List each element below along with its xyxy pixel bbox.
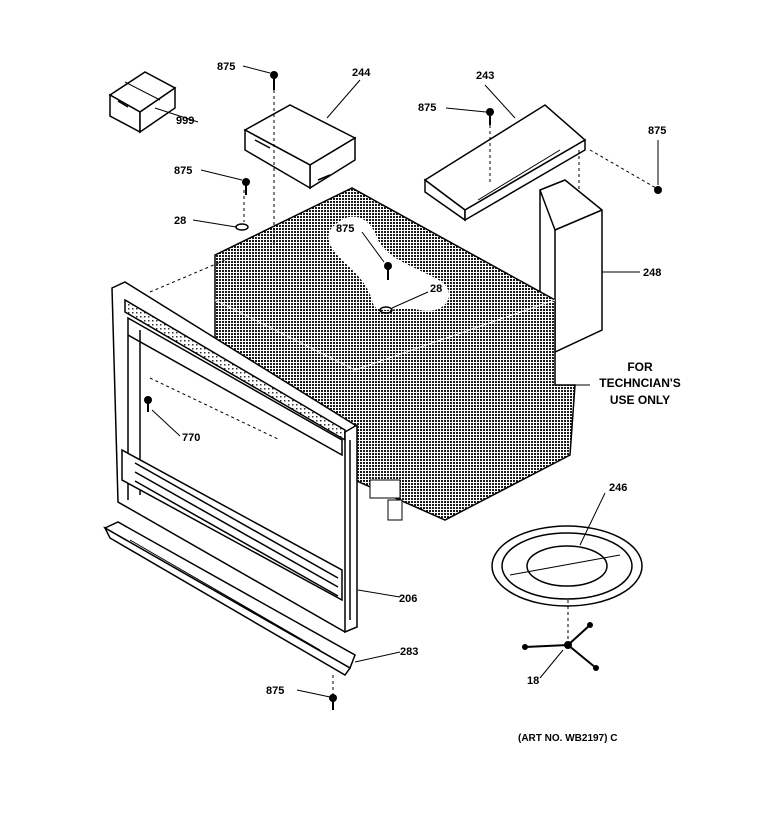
screw-875-a: [270, 71, 278, 90]
screw-875-e: [384, 262, 392, 280]
part-206-front-frame: [111, 281, 358, 634]
screw-770: [144, 396, 152, 412]
label-244: 244: [352, 67, 371, 79]
label-283: 283: [400, 646, 418, 658]
label-999: 999: [176, 115, 194, 127]
screw-875-d: [242, 178, 250, 195]
part-283-bottom-trim: [103, 521, 356, 676]
screw-875-c: [654, 186, 662, 194]
label-875-right: 875: [648, 125, 666, 137]
part-243-cover: [423, 104, 587, 222]
leader-lines: [149, 65, 659, 698]
label-875-243: 875: [418, 102, 436, 114]
gasket-28-a: [235, 223, 249, 231]
screw-875-b: [486, 108, 494, 125]
label-875-left: 875: [174, 165, 192, 177]
label-246: 246: [609, 482, 627, 494]
label-243: 243: [476, 70, 494, 82]
label-28-center: 28: [430, 283, 442, 295]
label-18: 18: [527, 675, 539, 687]
label-206: 206: [399, 593, 417, 605]
label-770: 770: [182, 432, 200, 444]
screw-875-f: [329, 694, 337, 710]
label-875-center: 875: [336, 223, 354, 235]
label-248: 248: [643, 267, 661, 279]
gasket-28-b: [379, 306, 393, 314]
label-28-left: 28: [174, 215, 186, 227]
note-line-3: USE ONLY: [610, 393, 670, 407]
part-18-spindle: [522, 622, 599, 671]
note-line-1: FOR: [627, 360, 653, 374]
part-999-box: [108, 71, 177, 134]
art-number: (ART NO. WB2197) C: [518, 733, 617, 744]
part-244-cover: [243, 104, 357, 190]
note-line-2: TECHNCIAN'S: [599, 376, 681, 390]
part-246-tray: [491, 525, 643, 607]
part-labels: 999 875 244 243 875 875 875 28 875 28 24…: [174, 61, 666, 697]
technician-note: FOR TECHNCIAN'S USE ONLY: [599, 360, 681, 407]
label-875-bottom: 875: [266, 685, 284, 697]
label-875-top: 875: [217, 61, 235, 73]
